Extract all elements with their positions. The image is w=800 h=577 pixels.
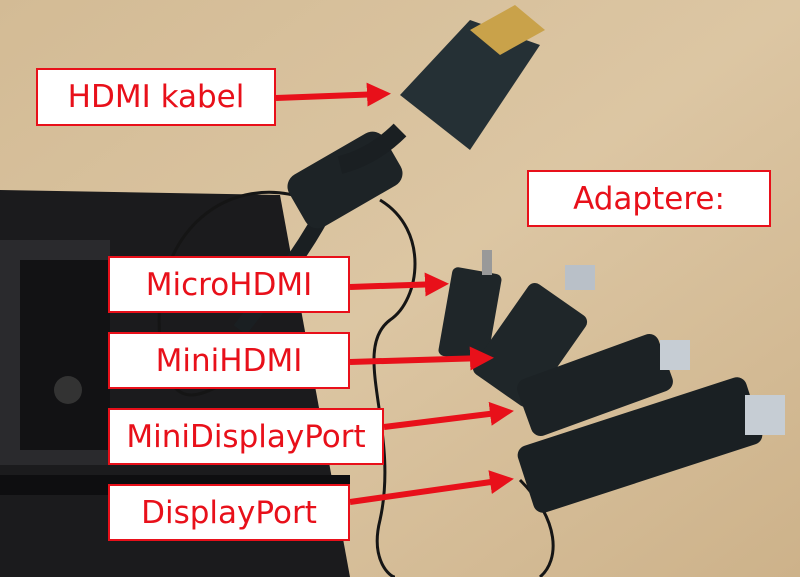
arrow-minidisplayport	[383, 401, 514, 430]
label-minihdmi: MiniHDMI	[108, 332, 350, 389]
arrow-microhdmi	[349, 272, 449, 297]
label-hdmi-cable: HDMI kabel	[36, 68, 276, 126]
adapters	[438, 250, 785, 513]
label-microhdmi: MicroHDMI	[108, 256, 350, 313]
label-adapters: Adaptere:	[527, 170, 771, 227]
arrow-displayport	[349, 470, 514, 505]
arrow-hdmi-cable	[275, 82, 391, 107]
label-minidisplayport: MiniDisplayPort	[108, 408, 384, 465]
label-displayport: DisplayPort	[108, 484, 350, 541]
arrow-minihdmi	[349, 346, 494, 371]
annotation-arrows	[275, 82, 514, 505]
